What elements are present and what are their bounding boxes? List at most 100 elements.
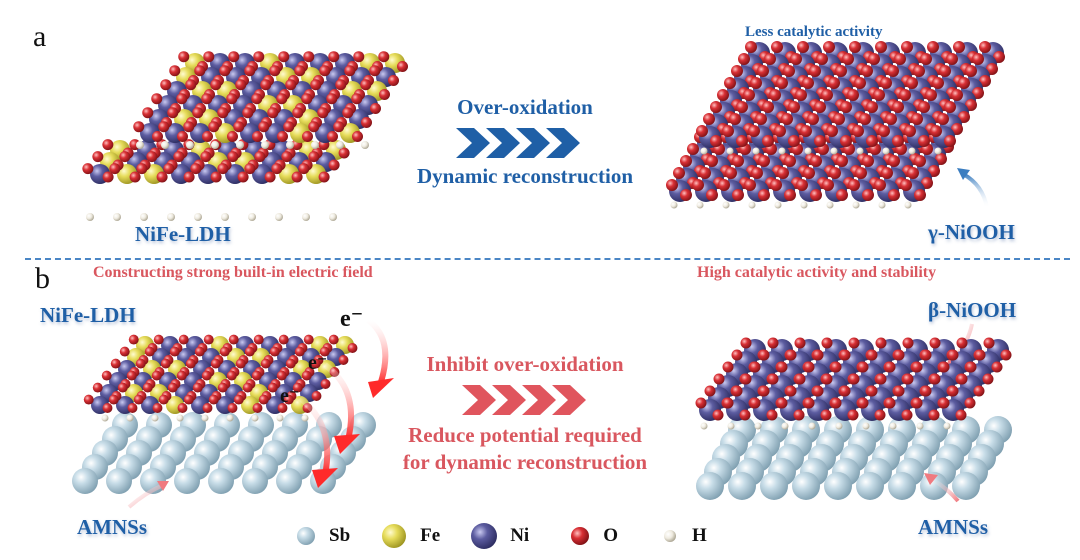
sb-atom [792, 472, 820, 500]
o-atom [823, 41, 835, 53]
o-atom [217, 382, 228, 393]
o-atom [848, 179, 860, 191]
o-atom [177, 403, 188, 413]
h-atom [727, 422, 735, 430]
o-atom [776, 361, 788, 373]
o-atom [710, 101, 722, 113]
o-atom [301, 370, 312, 381]
o-atom [944, 101, 956, 113]
o-atom [738, 53, 750, 65]
o-atom [379, 89, 390, 100]
o-atom [839, 385, 851, 397]
o-atom [292, 107, 304, 119]
o-atom [133, 394, 144, 405]
h-atom [878, 201, 886, 209]
h-atom [808, 422, 816, 430]
o-atom [884, 397, 896, 409]
o-atom [361, 117, 372, 128]
o-atom [939, 65, 951, 77]
o-atom [770, 179, 782, 191]
o-atom [666, 179, 678, 191]
o-atom [185, 79, 197, 91]
o-atom [935, 153, 947, 165]
o-atom [276, 93, 288, 105]
h-atom [778, 147, 786, 155]
o-atom [928, 165, 940, 177]
o-atom [699, 167, 711, 179]
legend-item-ni: Ni [470, 522, 529, 550]
legend-item-sb: Sb [295, 525, 350, 547]
o-atom [868, 53, 880, 65]
h-atom [781, 422, 789, 430]
o-atom [210, 171, 222, 183]
o-atom [127, 403, 138, 413]
o-atom [217, 107, 229, 119]
o-atom [183, 394, 194, 405]
o-atom [958, 111, 970, 123]
h-atom [908, 147, 916, 155]
o-atom [736, 135, 748, 147]
o-atom [881, 167, 893, 179]
h-atom [934, 147, 942, 155]
high-activity-title: High catalytic activity and stability [697, 264, 937, 281]
o-atom [328, 159, 340, 171]
o-atom [353, 51, 365, 63]
o-atom [251, 370, 262, 381]
o-atom [283, 121, 295, 133]
o-atom [308, 151, 320, 163]
o-atom [320, 379, 331, 389]
o-atom [703, 113, 715, 125]
o-atom [884, 361, 896, 373]
legend-item-fe: Fe [380, 522, 440, 550]
h-atom [226, 414, 234, 422]
o-atom [828, 77, 840, 89]
o-atom [156, 171, 168, 183]
o-atom [281, 151, 293, 163]
o-atom [874, 409, 886, 421]
o-atom [803, 397, 815, 409]
o-atom [153, 334, 164, 345]
o-atom [352, 131, 363, 142]
o-atom [242, 382, 253, 393]
o-atom [169, 346, 180, 357]
o-atom [914, 189, 926, 201]
o-atom [965, 99, 977, 111]
sb-atom [696, 472, 724, 500]
beta-niooh-on-amnss-structure [695, 337, 1012, 500]
h-atom [856, 147, 864, 155]
o-atom [167, 382, 178, 393]
o-atom [178, 51, 190, 63]
o-atom [855, 167, 867, 179]
sb-atom [242, 468, 268, 494]
o-atom [203, 334, 214, 345]
o-atom [319, 346, 330, 357]
o-atom [244, 346, 255, 357]
o-atom [264, 171, 276, 183]
o-atom [183, 121, 195, 133]
h-atom [261, 141, 269, 149]
o-atom [911, 361, 923, 373]
o-atom [852, 125, 864, 137]
o-atom [328, 334, 339, 345]
chevron-segment [516, 128, 550, 158]
o-atom [169, 65, 181, 77]
h-atom [670, 201, 678, 209]
o-atom [794, 373, 806, 385]
o-atom [861, 65, 873, 77]
o-atom [793, 409, 805, 421]
o-atom [758, 189, 770, 201]
o-atom [724, 77, 736, 89]
o-atom [704, 385, 716, 397]
atom-legend: Sb Fe Ni O H [295, 522, 737, 550]
o-atom [902, 337, 914, 349]
o-atom [821, 89, 833, 101]
o-atom [972, 87, 984, 99]
o-atom [680, 189, 692, 201]
o-atom [849, 41, 861, 53]
o-atom [866, 101, 878, 113]
o-atom [302, 131, 313, 142]
o-atom [810, 155, 822, 167]
o-atom [797, 41, 809, 53]
o-atom [190, 163, 202, 175]
h-atom [136, 141, 144, 149]
